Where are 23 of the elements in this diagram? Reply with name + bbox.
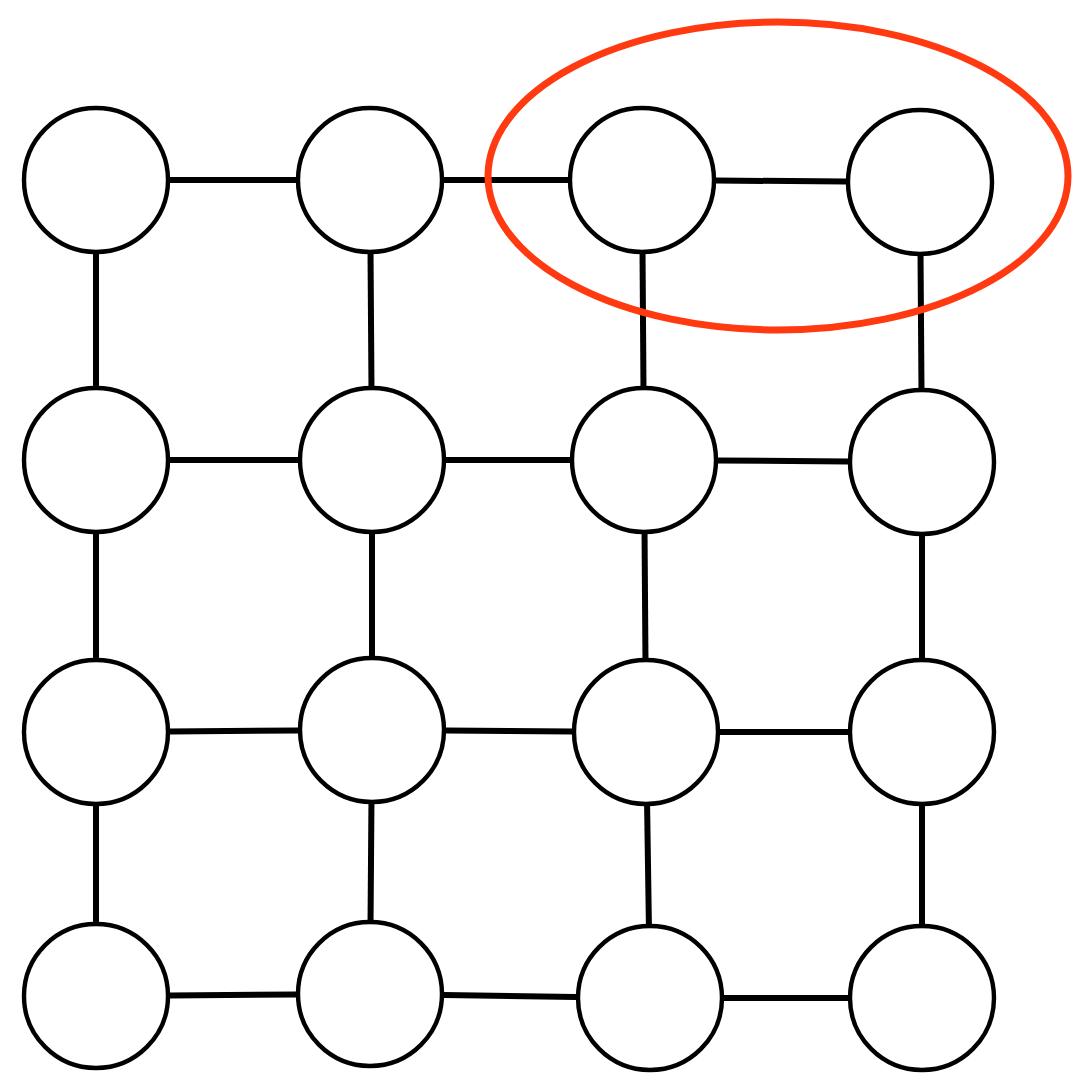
connector-line xyxy=(446,457,570,463)
connector-line xyxy=(170,177,296,183)
connector-line xyxy=(644,805,652,925)
connector-line xyxy=(443,992,577,1000)
connector-line xyxy=(169,727,299,735)
connector-line xyxy=(724,995,848,1001)
connector-line xyxy=(917,255,925,389)
connector-line xyxy=(639,253,647,387)
connector-line xyxy=(367,253,375,387)
connector-line xyxy=(93,534,99,658)
connector-line xyxy=(445,727,573,735)
connector-line xyxy=(169,991,297,999)
connector-line xyxy=(641,533,649,659)
connector-line xyxy=(720,729,848,735)
connector-line xyxy=(369,534,375,656)
connector-line xyxy=(715,177,847,185)
connector-line xyxy=(717,457,849,465)
connector-line xyxy=(919,806,925,924)
connector-line xyxy=(919,536,925,658)
connector-line xyxy=(93,806,99,922)
connector-line xyxy=(170,457,298,463)
connector-line xyxy=(367,803,375,921)
connector-line xyxy=(93,254,99,386)
